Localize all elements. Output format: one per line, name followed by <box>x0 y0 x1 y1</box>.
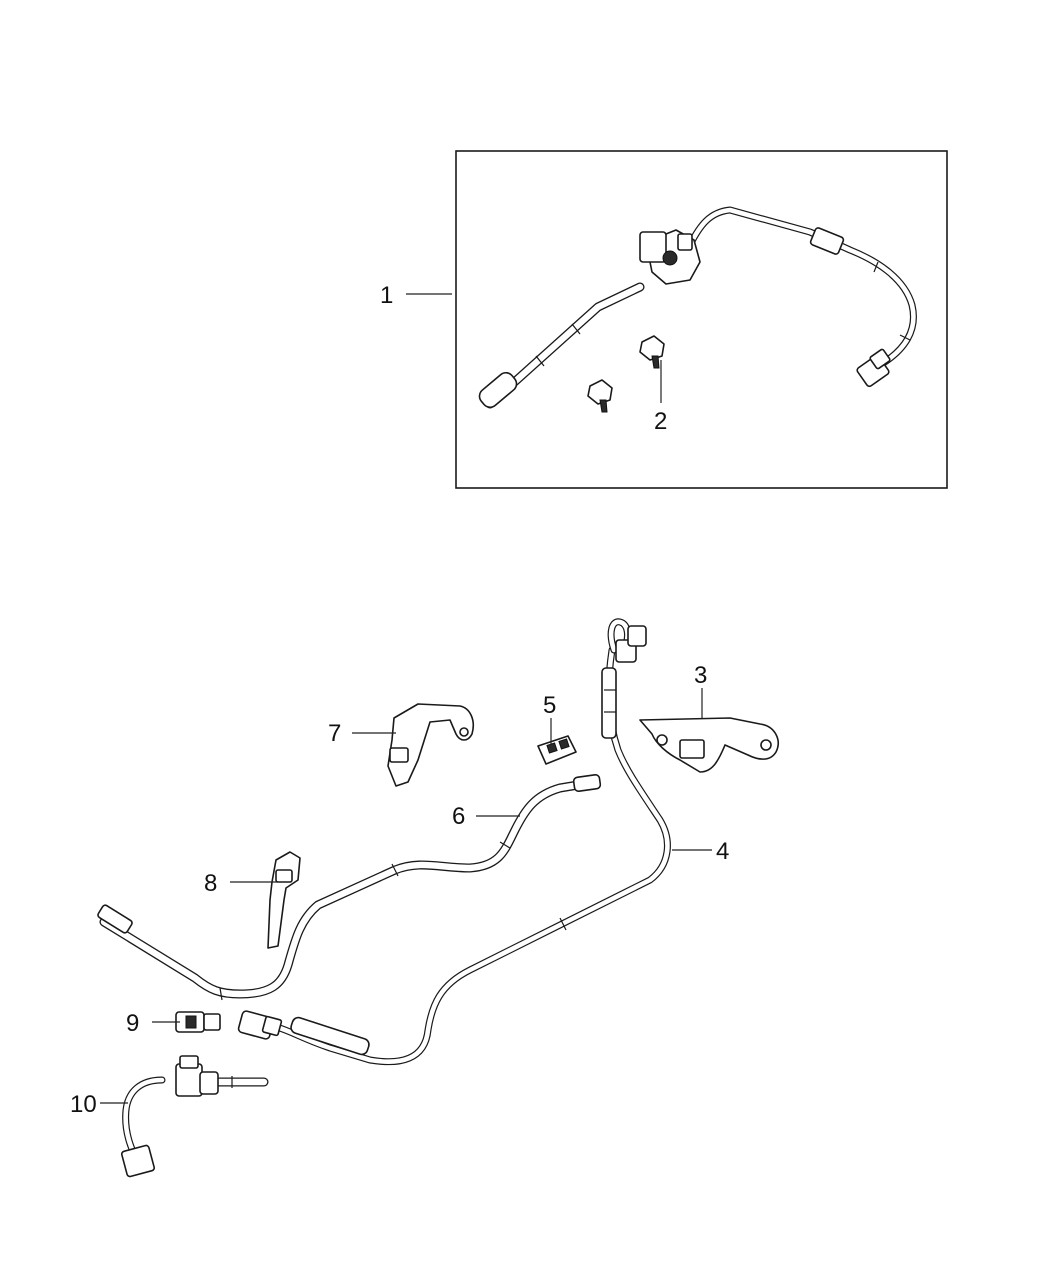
callout-10: 10 <box>70 1091 97 1118</box>
sensor-part-10 <box>120 1055 269 1178</box>
kit-harness <box>639 206 917 388</box>
callout-3: 3 <box>694 662 707 689</box>
hose-part-6 <box>97 773 602 1001</box>
bracket-part-3 <box>639 717 779 773</box>
kit-box-frame <box>455 150 948 489</box>
callout-7: 7 <box>328 720 341 747</box>
harness-part-4 <box>237 618 671 1066</box>
clip-part-2-a <box>639 335 665 369</box>
callout-8: 8 <box>204 870 217 897</box>
callout-6: 6 <box>452 803 465 830</box>
clip-part-2-b <box>587 379 613 413</box>
callout-2: 2 <box>654 408 667 435</box>
bracket-part-7 <box>387 703 475 787</box>
bracket-part-8 <box>267 851 301 949</box>
callout-5: 5 <box>543 692 556 719</box>
callout-1: 1 <box>380 282 393 309</box>
clip-part-5 <box>537 735 577 765</box>
connector-part-9 <box>175 1011 221 1033</box>
callout-9: 9 <box>126 1010 139 1037</box>
callout-4: 4 <box>716 838 729 865</box>
kit-hose-tube <box>478 282 645 409</box>
